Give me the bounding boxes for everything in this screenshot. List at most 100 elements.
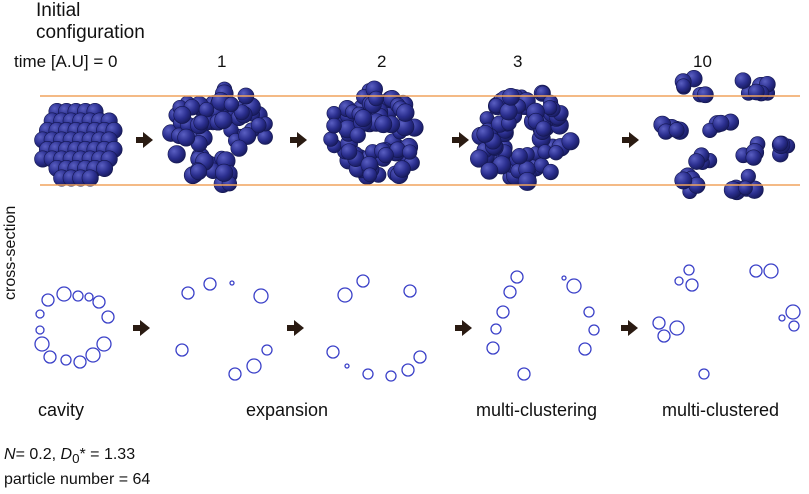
initial-configuration-title: Initial configuration <box>36 0 145 43</box>
particle <box>323 131 339 147</box>
cross-section-particle <box>503 285 517 299</box>
arrow-icon <box>452 132 469 148</box>
cross-section-particle <box>698 368 710 380</box>
particle <box>476 125 495 143</box>
cross-section-particle <box>60 354 72 366</box>
particle <box>377 147 394 164</box>
particle <box>362 167 378 183</box>
particle <box>676 78 691 94</box>
particle <box>402 144 418 160</box>
particle <box>548 145 564 161</box>
particle <box>712 114 730 132</box>
cross-section-particle <box>203 277 217 291</box>
particle-number: particle number = 64 <box>4 471 151 488</box>
cross-section-particle <box>685 278 699 292</box>
phase-cavity: cavity <box>38 400 85 420</box>
particle <box>177 128 196 147</box>
cross-section-particle <box>92 295 106 309</box>
cross-section-particle <box>229 280 235 286</box>
particle <box>738 180 753 196</box>
particle <box>233 104 250 121</box>
particle <box>81 169 99 187</box>
cross-section-particle <box>788 320 800 332</box>
cross-section-particle <box>588 324 600 336</box>
time-tick-1: 1 <box>217 52 227 71</box>
cross-section-particle <box>175 343 189 357</box>
cluster-t0 <box>34 103 123 187</box>
cluster-t10 <box>653 70 796 201</box>
cross-section-particle <box>35 325 45 335</box>
particle <box>747 83 765 101</box>
particle <box>511 147 528 165</box>
cross-section-particle <box>403 284 417 298</box>
cross-section-particle <box>84 292 94 302</box>
particle <box>745 149 762 166</box>
param-d-symbol: D <box>60 446 73 463</box>
cross-section-particle <box>56 286 72 302</box>
particle <box>238 126 257 145</box>
particle <box>193 114 210 131</box>
cross-section-particle <box>578 342 592 356</box>
particle <box>470 149 489 168</box>
particle <box>96 160 114 178</box>
cross-section-particle <box>181 286 195 300</box>
cross-section-particle <box>561 275 567 281</box>
cross-section-particle <box>510 270 524 284</box>
arrow-icon <box>622 132 639 148</box>
particle <box>393 160 411 178</box>
cross-section-particle <box>96 336 112 352</box>
particle <box>214 111 233 130</box>
arrow-icon <box>136 132 153 148</box>
particle <box>368 90 384 107</box>
cross-section-particle <box>85 347 101 363</box>
phase-expansion: expansion <box>246 400 329 420</box>
time-tick-10: 10 <box>693 52 712 71</box>
cross-section-particle <box>583 306 595 318</box>
cross-section-particle <box>41 293 55 307</box>
particle <box>340 143 358 160</box>
particle <box>480 162 499 180</box>
cross-section-particle <box>496 305 510 319</box>
particle <box>542 163 559 181</box>
particle <box>230 139 248 157</box>
cross-section-particle <box>362 368 374 380</box>
particle <box>688 153 705 170</box>
particle <box>734 72 752 89</box>
arrow-icon <box>621 320 638 336</box>
particle <box>354 109 372 128</box>
phase-multi-clustered: multi-clustered <box>662 400 780 420</box>
parameter-line: N= 0.2, D0* = 1.33 <box>4 446 135 466</box>
particle <box>674 171 693 190</box>
particle <box>696 86 714 104</box>
particle <box>535 120 552 137</box>
arrow-icon <box>290 132 307 148</box>
time-tick-2: 2 <box>377 52 387 71</box>
cross-section-particle <box>35 309 45 319</box>
cross-section-particle <box>246 358 262 374</box>
cross-section-particle <box>674 276 684 286</box>
cross-section-particle <box>413 350 427 364</box>
cross-section-particle <box>749 264 763 278</box>
cross-section-particle <box>73 355 87 369</box>
cross-section-particle <box>101 310 115 324</box>
param-n-symbol: N <box>4 446 16 463</box>
cluster-t1 <box>162 81 273 194</box>
cross-section-particle <box>652 316 666 330</box>
particle <box>326 117 342 134</box>
particle <box>250 117 267 134</box>
phase-multi-clustering: multi-clustering <box>476 400 598 420</box>
cross-section-particle <box>683 264 695 276</box>
particle <box>173 105 192 124</box>
cross-section-particle <box>778 314 786 322</box>
particle <box>190 163 208 181</box>
cross-section-particle <box>401 363 415 377</box>
cross-section-particle <box>253 288 269 304</box>
cross-section-particle <box>356 274 370 288</box>
cross-section-particle <box>72 290 84 302</box>
cross-section-particle <box>486 341 500 355</box>
cross-section-particle <box>785 304 801 320</box>
cross-section-particle <box>657 329 671 343</box>
particle <box>396 103 415 122</box>
arrow-icon <box>287 320 304 336</box>
particle <box>215 163 234 182</box>
